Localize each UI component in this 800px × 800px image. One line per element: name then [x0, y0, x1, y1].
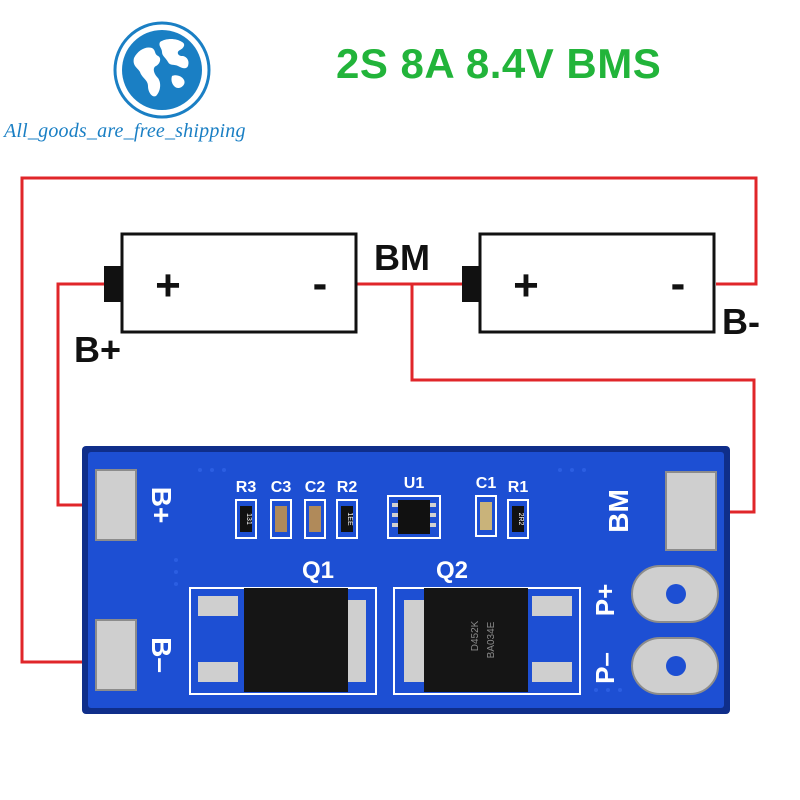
wire-b-minus	[20, 176, 758, 664]
silk-q1: Q1	[302, 557, 334, 584]
pad-bm	[665, 471, 717, 551]
wire-bm-tap	[410, 284, 756, 514]
pad-b-plus	[95, 469, 137, 541]
label-bm: BM	[374, 237, 430, 278]
smd-c2	[304, 499, 326, 539]
smd-r2: 1EE	[336, 499, 358, 539]
silk-q2: Q2	[436, 557, 468, 584]
marking-r3: 131	[245, 513, 252, 525]
marking-r1: 2R2	[517, 513, 524, 526]
marking-q2-line2: BA034E	[486, 621, 497, 658]
battery-1-plus-sign: +	[155, 261, 181, 310]
mosfet-q2: D452K BA034E	[393, 587, 581, 695]
battery-1-minus-sign: -	[313, 259, 328, 308]
wires	[20, 176, 758, 664]
marking-q2-line1: D452K	[470, 620, 481, 651]
battery-2-minus-sign: -	[671, 259, 686, 308]
smd-u1	[387, 495, 441, 539]
silk-p-plus: P+	[590, 584, 620, 617]
label-b-minus: B-	[722, 301, 760, 342]
board-vias	[174, 468, 622, 692]
battery-2: + -	[462, 232, 716, 334]
globe-icon	[113, 21, 211, 119]
battery-2-terminal	[462, 266, 480, 302]
silk-r3: R3	[236, 479, 257, 496]
smd-r1: 2R2	[507, 499, 529, 539]
battery-1: + -	[104, 232, 358, 334]
page-title: 2S 8A 8.4V BMS	[336, 40, 662, 87]
store-tagline: All_goods_are_free_shipping	[4, 120, 246, 142]
silk-r2: R2	[337, 479, 358, 496]
silk-c2: C2	[305, 479, 326, 496]
label-b-plus: B+	[74, 329, 121, 370]
silk-b-minus: B–	[146, 637, 177, 673]
battery-1-body	[120, 232, 358, 334]
silk-b-plus: B+	[146, 487, 177, 524]
pad-p-minus-hole	[666, 656, 686, 676]
battery-2-plus-sign: +	[513, 261, 539, 310]
silk-c1: C1	[476, 475, 497, 492]
silk-u1: U1	[404, 475, 425, 492]
mosfet-q1	[189, 587, 377, 695]
silk-c3: C3	[271, 479, 292, 496]
smd-c1	[475, 495, 497, 537]
pad-b-minus	[95, 619, 137, 691]
silk-r1: R1	[508, 479, 529, 496]
pcb-board: B+ B– BM P+ P– R3 C3 C2 R2 U1 C1 R1	[82, 446, 730, 714]
smd-c3	[270, 499, 292, 539]
wire-b-plus	[56, 282, 104, 507]
battery-2-body	[478, 232, 716, 334]
globe-logo	[112, 20, 212, 120]
battery-1-terminal	[104, 266, 122, 302]
silk-bm: BM	[603, 489, 634, 533]
marking-r2: 1EE	[346, 512, 353, 526]
smd-r3: 131	[235, 499, 257, 539]
silk-p-minus: P–	[590, 652, 620, 684]
pad-p-plus-hole	[666, 584, 686, 604]
